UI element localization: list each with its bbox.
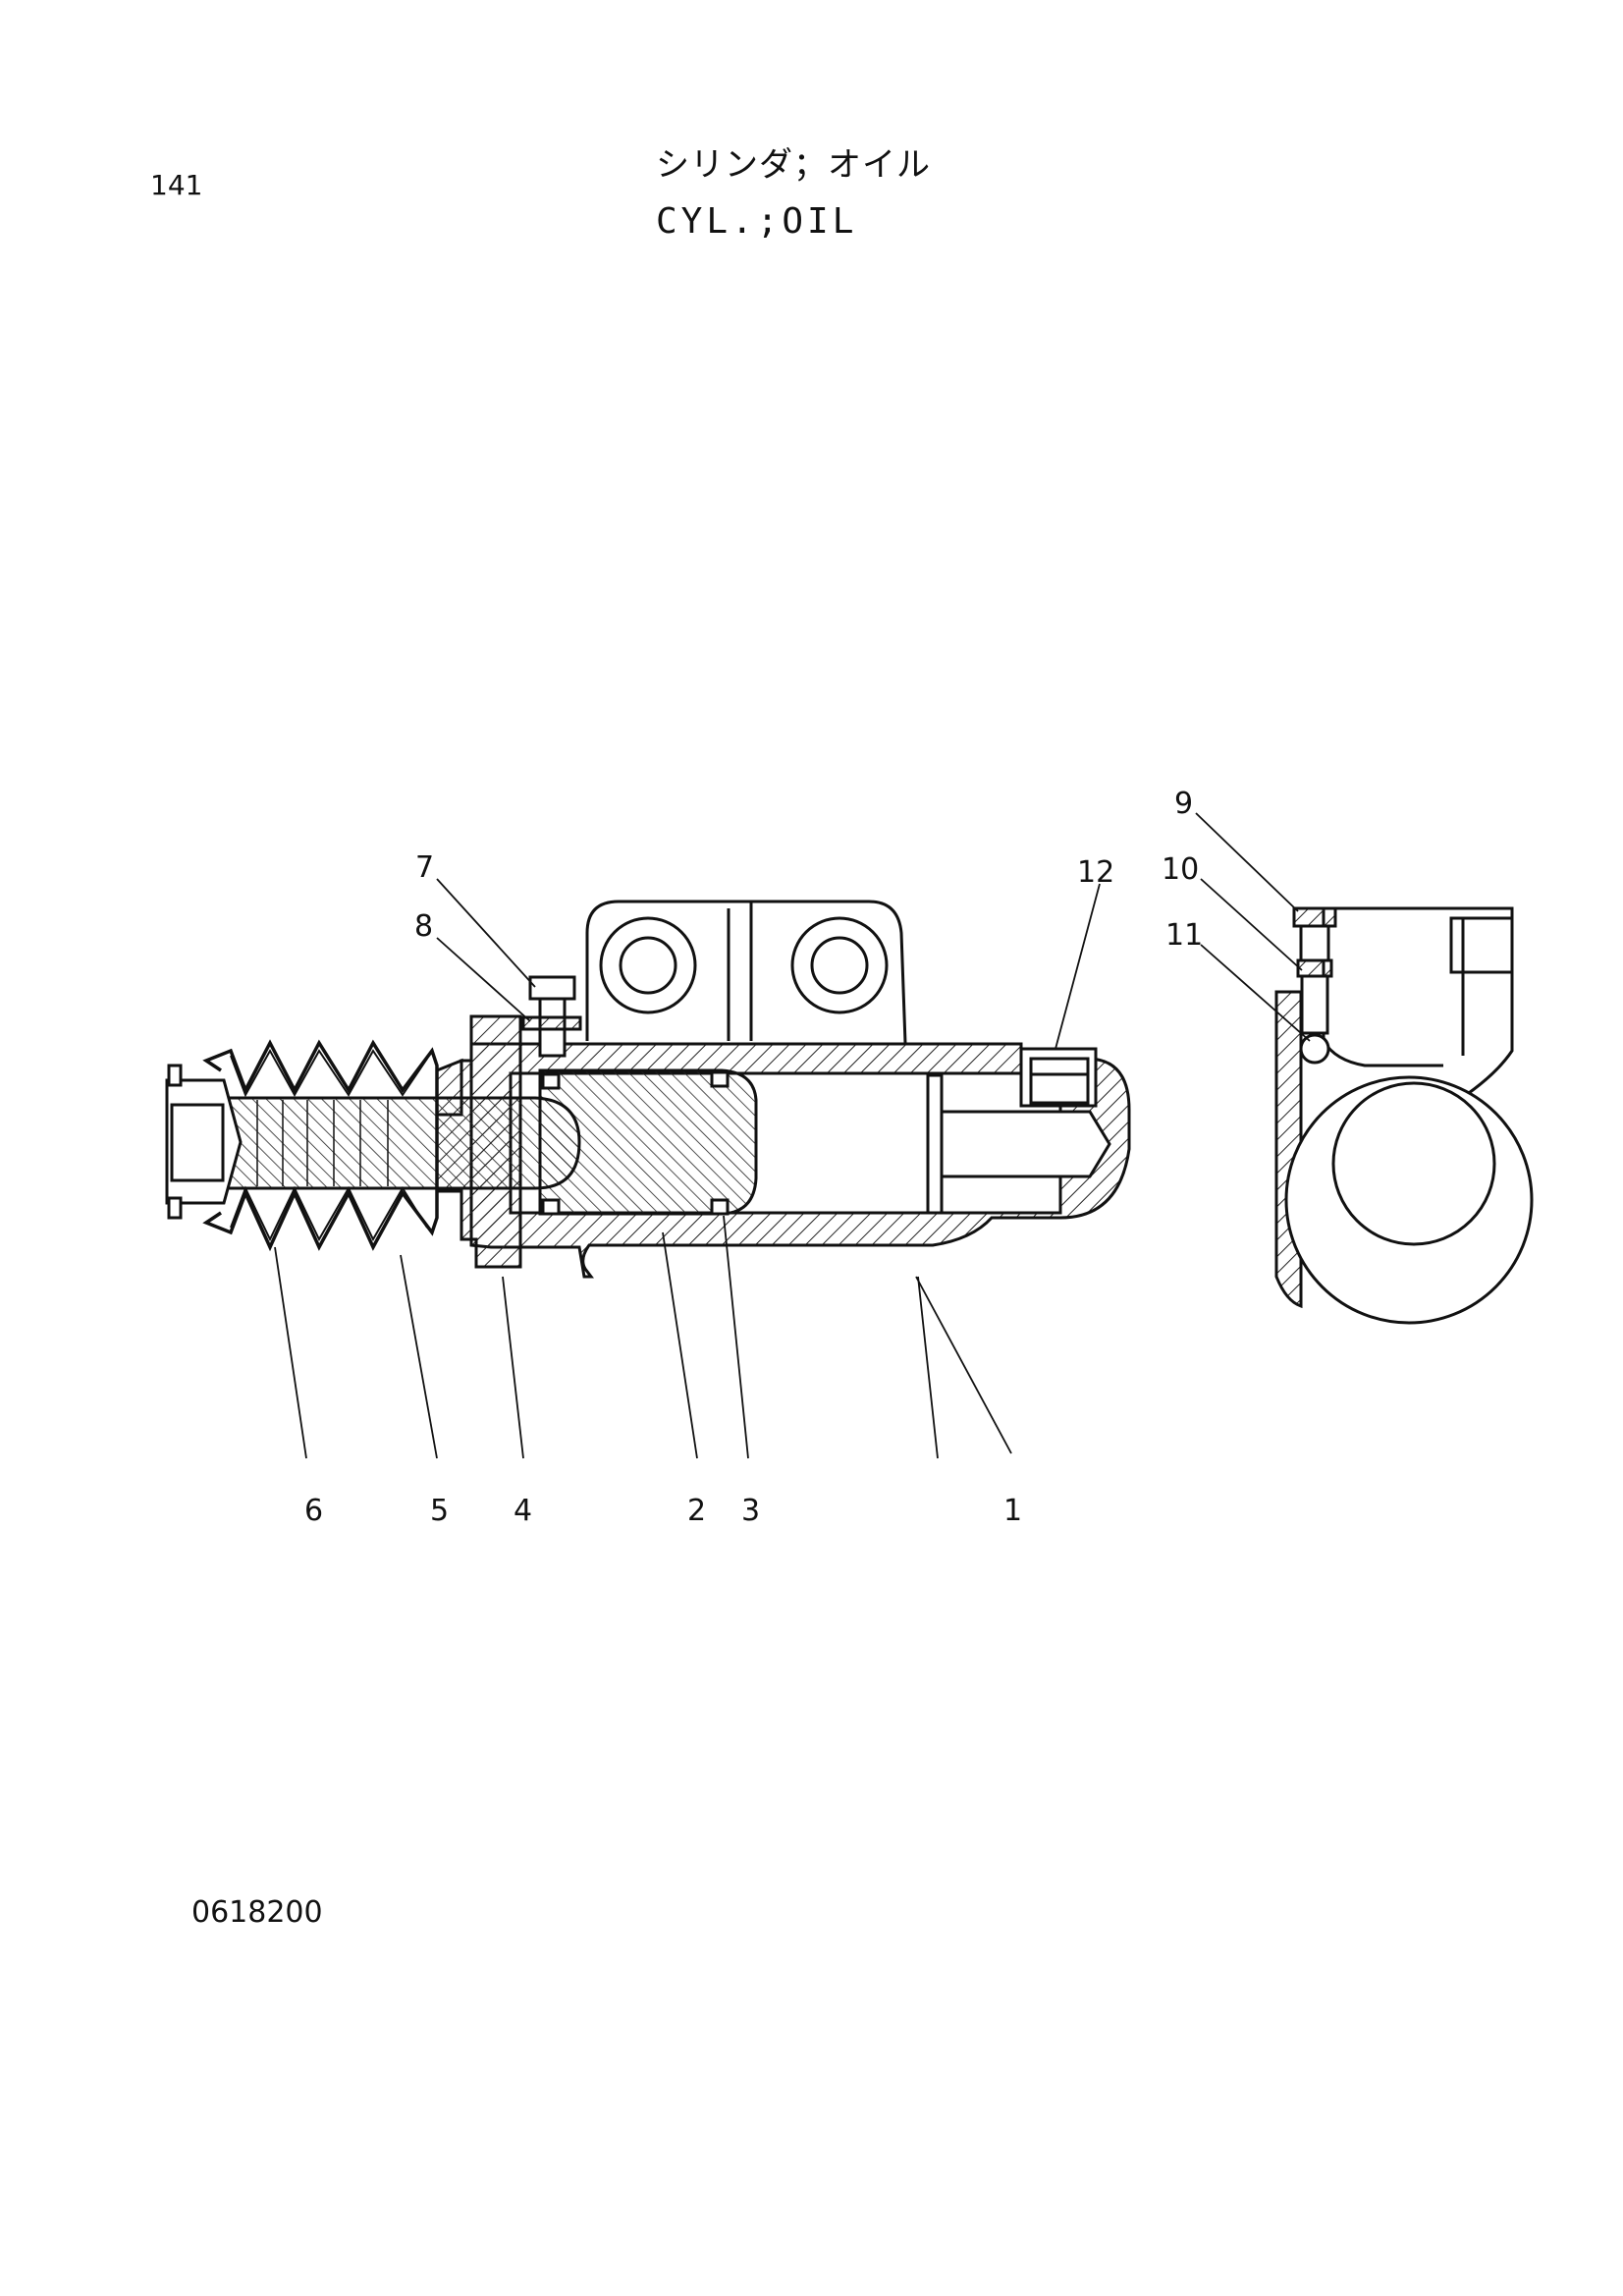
callout-1: 1 xyxy=(1003,1494,1022,1528)
callout-10: 10 xyxy=(1162,852,1199,887)
bolt-head xyxy=(528,975,576,1001)
bracket-hole-right xyxy=(790,916,889,1014)
bracket-hole-left xyxy=(599,916,697,1014)
page-number: 141 xyxy=(150,169,203,201)
leader-lines xyxy=(274,812,1311,1459)
callout-6: 6 xyxy=(304,1494,323,1528)
callout-5: 5 xyxy=(430,1494,449,1528)
main-cylinder-assembly xyxy=(165,900,1131,1279)
callout-2: 2 xyxy=(687,1494,706,1528)
dust-boot xyxy=(202,1039,439,1252)
side-eye-inner xyxy=(1331,1081,1496,1246)
washer xyxy=(521,1015,582,1031)
callout-9: 9 xyxy=(1174,787,1193,821)
check-ball xyxy=(1299,1033,1330,1065)
title-english: CYL.;OIL xyxy=(656,201,858,242)
title-japanese: シリンダ；オイル xyxy=(656,145,931,185)
callout-12: 12 xyxy=(1077,855,1114,890)
callout-8: 8 xyxy=(414,909,433,944)
side-view xyxy=(1274,906,1534,1325)
piston-seal-bottom xyxy=(710,1198,730,1216)
piston xyxy=(538,1068,758,1216)
document-code: 0618200 xyxy=(191,1895,323,1930)
callout-3: 3 xyxy=(741,1494,760,1528)
callout-11: 11 xyxy=(1165,918,1203,953)
breather-cap xyxy=(1292,906,1337,928)
push-rod xyxy=(173,1096,581,1190)
callouts: 1 2 3 4 5 6 7 8 9 10 11 12 xyxy=(304,787,1203,1528)
callout-7: 7 xyxy=(415,850,434,885)
piston-seal-top xyxy=(710,1070,730,1088)
callout-4: 4 xyxy=(514,1494,532,1528)
